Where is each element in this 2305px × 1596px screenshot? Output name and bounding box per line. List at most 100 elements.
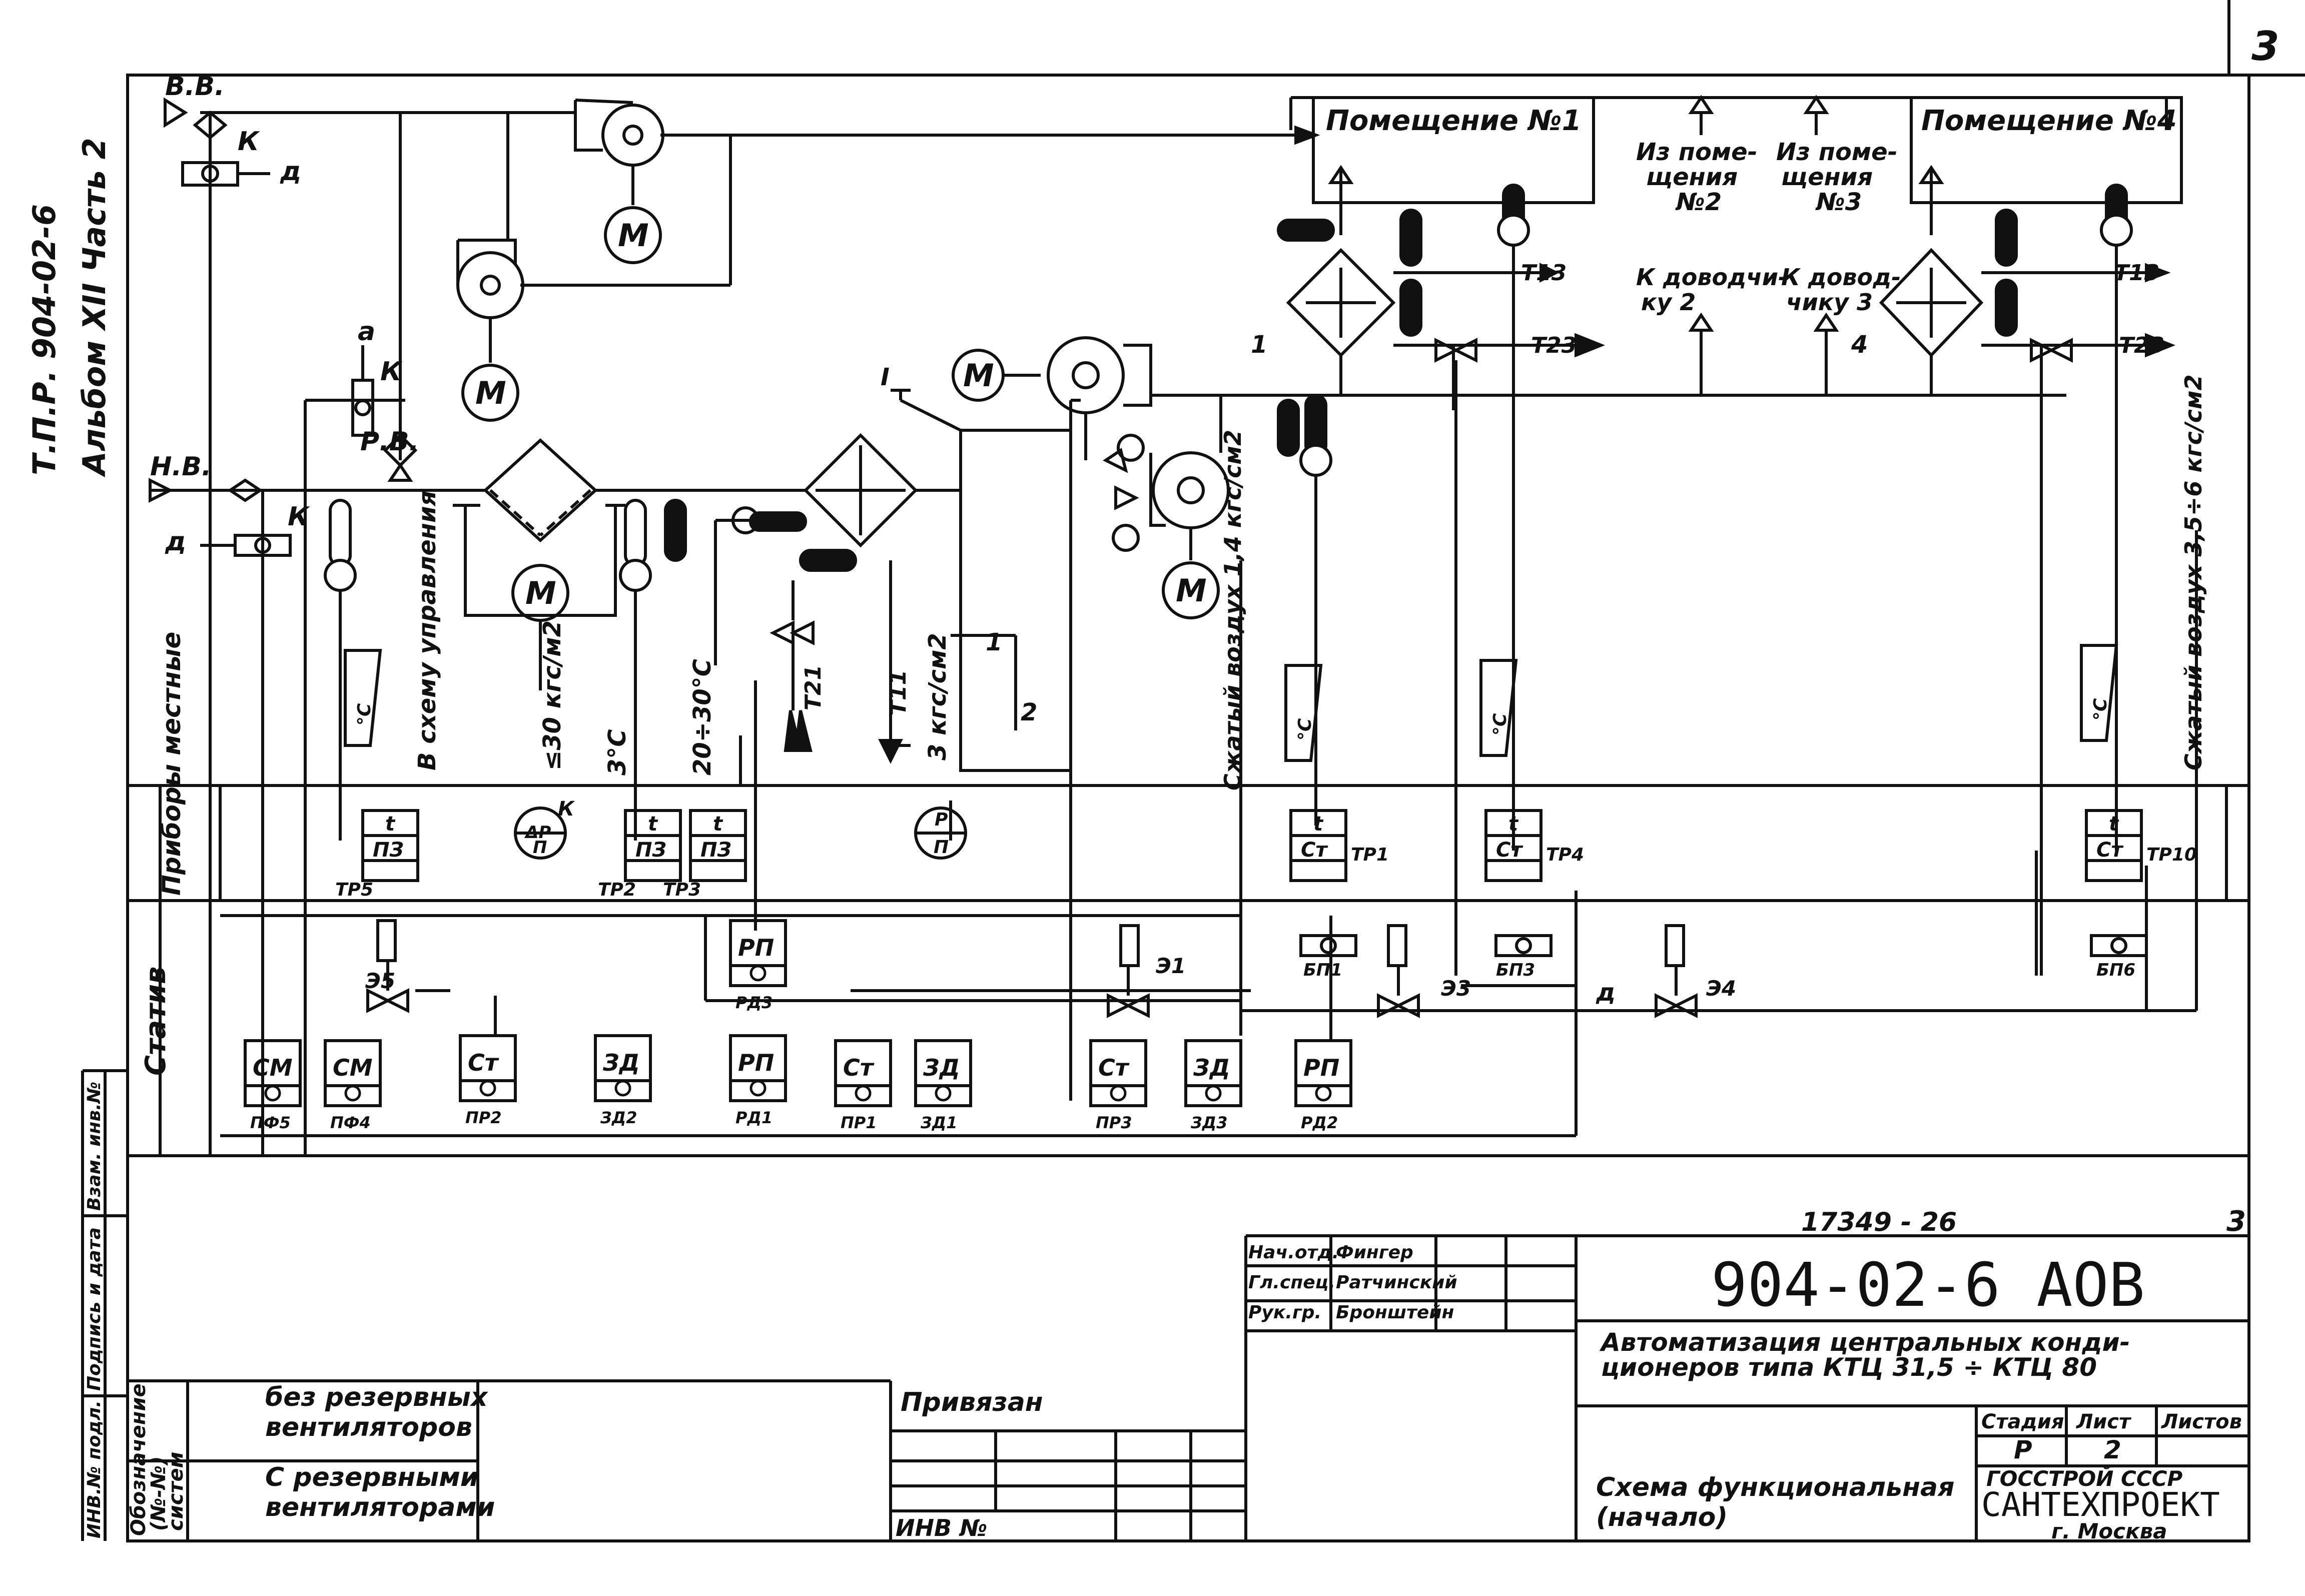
sensor-flag-1: °С <box>354 703 375 725</box>
stand-device-label: ЗД <box>602 1049 640 1076</box>
local-device-top: t <box>648 813 658 836</box>
dp-gauge-top: ΔP <box>524 823 551 843</box>
pressure-limit-label: ≤30 кгс/м2 <box>538 620 566 770</box>
node-1: 1 <box>1251 331 1267 359</box>
pressure-3-label: 3 кгс/см2 <box>924 633 952 760</box>
margin-code: Т.П.Р. 904-02-6 <box>26 204 63 475</box>
from-room2-l2: щения <box>1646 163 1738 191</box>
sensor-flag-3: °С <box>1490 713 1510 735</box>
block-bp6 <box>2090 934 2148 957</box>
local-device-bottom: Ст <box>1301 839 1328 862</box>
flap-d3-label: д <box>1596 979 1616 1007</box>
sensor-flag-2: °С <box>1295 718 1315 740</box>
local-device-top: t <box>1313 813 1324 836</box>
side-stamp-replace: Взам. инв.№ <box>84 1082 105 1211</box>
org-line-2: САНТЕХПРОЕКТ <box>1981 1485 2220 1524</box>
line-t13-b: Т13 <box>2114 260 2159 286</box>
stand-device-tag: ЗД3 <box>1190 1113 1228 1132</box>
valve-e1 <box>1107 924 1150 1018</box>
schema-line-2: (начало) <box>1596 1502 1728 1532</box>
stand-device-label: СМ <box>333 1054 373 1081</box>
dp-gauge-k: К <box>558 797 575 821</box>
page-number: 3 <box>2251 23 2279 70</box>
local-device-tag: ТР1 <box>1351 845 1389 865</box>
to-reheater2-l2: ку 2 <box>1641 289 1696 316</box>
section-stand-label: Статив <box>140 967 172 1076</box>
with-reserve-l2: вентиляторами <box>265 1492 495 1522</box>
air-filter <box>483 438 598 543</box>
stage-header: Стадия <box>1981 1410 2064 1433</box>
designation-l1: Обозначение <box>127 1383 150 1536</box>
stand-device-tag: ПФ5 <box>250 1113 291 1132</box>
supply-fan-top <box>601 104 664 167</box>
sensor-flag-4: °С <box>2090 698 2111 720</box>
schema-line-1: Схема функциональная <box>1596 1472 1954 1502</box>
flap-d-label: д <box>280 157 301 187</box>
motor-filter-label: М <box>525 575 556 611</box>
doc-number: 17349 - 26 <box>1801 1207 1957 1237</box>
compressed-air-14-label: Сжатый воздух 1,4 кгс/см2 <box>1219 430 1246 790</box>
motor-2 <box>461 364 519 422</box>
from-room2-l1: Из поме- <box>1636 138 1758 166</box>
valve-e3-label: Э3 <box>1441 976 1471 1001</box>
local-device-top: t <box>713 813 723 836</box>
valve-e5-label: Э5 <box>365 969 395 993</box>
from-room3-l2: щения <box>1781 163 1873 191</box>
stand-devices-row: СМПФ5СМПФ4СтПР2ЗДЗД2РПРД1СтПР1ЗДЗД1СтПР3… <box>244 919 1352 1132</box>
block-bp3-label: БП3 <box>1496 960 1535 980</box>
stand-device-tag: ПР2 <box>465 1108 502 1127</box>
title-line-2: ционеров типа КТЦ 31,5 ÷ КТЦ 80 <box>1601 1353 2097 1382</box>
to-control-label: В схему управления <box>413 491 441 770</box>
from-room3-l3: №3 <box>1815 188 1862 216</box>
recirc-air-label: Р.В. <box>360 427 419 457</box>
side-stamp-inv: ИНВ.№ подл. <box>84 1400 105 1538</box>
stage-value: Р <box>2014 1435 2032 1464</box>
valve-e4 <box>1655 924 1698 1018</box>
stand-device-label: Ст <box>843 1054 875 1081</box>
stand-device-tag: ЗД1 <box>920 1113 958 1132</box>
p-gauge-bottom: П <box>934 837 949 858</box>
title-block-frame <box>126 1234 2249 1542</box>
compressed-air-356-label: Сжатый воздух 3,5÷6 кгс/см2 <box>2180 374 2207 770</box>
motor-2-label: М <box>475 375 506 411</box>
local-device-bottom: Ст <box>2096 839 2124 862</box>
from-room2-l3: №2 <box>1675 188 1722 216</box>
without-reserve-l2: вентиляторов <box>265 1412 472 1442</box>
stand-device-зд3: ЗД ЗД3 <box>1184 1039 1242 1132</box>
sheet-value: 2 <box>2104 1435 2121 1464</box>
block-bp3 <box>1494 934 1553 957</box>
valve-e5 <box>366 919 409 1013</box>
marker-1: 1 <box>986 628 1002 656</box>
local-device-tag: ТР2 <box>598 880 636 900</box>
node-4: 4 <box>1851 331 1868 359</box>
line-t21: Т21 <box>801 665 826 710</box>
motor-supply <box>1162 561 1220 619</box>
without-reserve-l1: без резервных <box>265 1382 488 1412</box>
signer-role-1: Нач.отд. <box>1248 1242 1339 1263</box>
line-t23-a: Т23 <box>1531 333 1577 358</box>
signer-name-2: Ратчинский <box>1336 1272 1457 1293</box>
stand-device-label: РП <box>738 1049 774 1076</box>
to-reheater3-l1: К довод- <box>1781 264 1901 291</box>
signer-role-2: Гл.спец. <box>1248 1272 1335 1293</box>
stand-device-label: Ст <box>1098 1054 1130 1081</box>
p-gauge-top: Р <box>935 810 948 830</box>
local-device-top: t <box>1508 813 1519 836</box>
valve-e4-label: Э4 <box>1706 976 1736 1001</box>
local-device-tag: ТР10 <box>2146 845 2197 865</box>
local-device-tag: ТР3 <box>663 880 701 900</box>
line-t13-a: Т13 <box>1521 260 1567 286</box>
designation-l3: систем <box>165 1452 188 1531</box>
block-bp1-label: БП1 <box>1303 960 1342 980</box>
stand-device-tag: РД3 <box>735 993 773 1012</box>
valve-e3 <box>1377 924 1420 1018</box>
stand-device-label: ЗД <box>1193 1054 1230 1081</box>
